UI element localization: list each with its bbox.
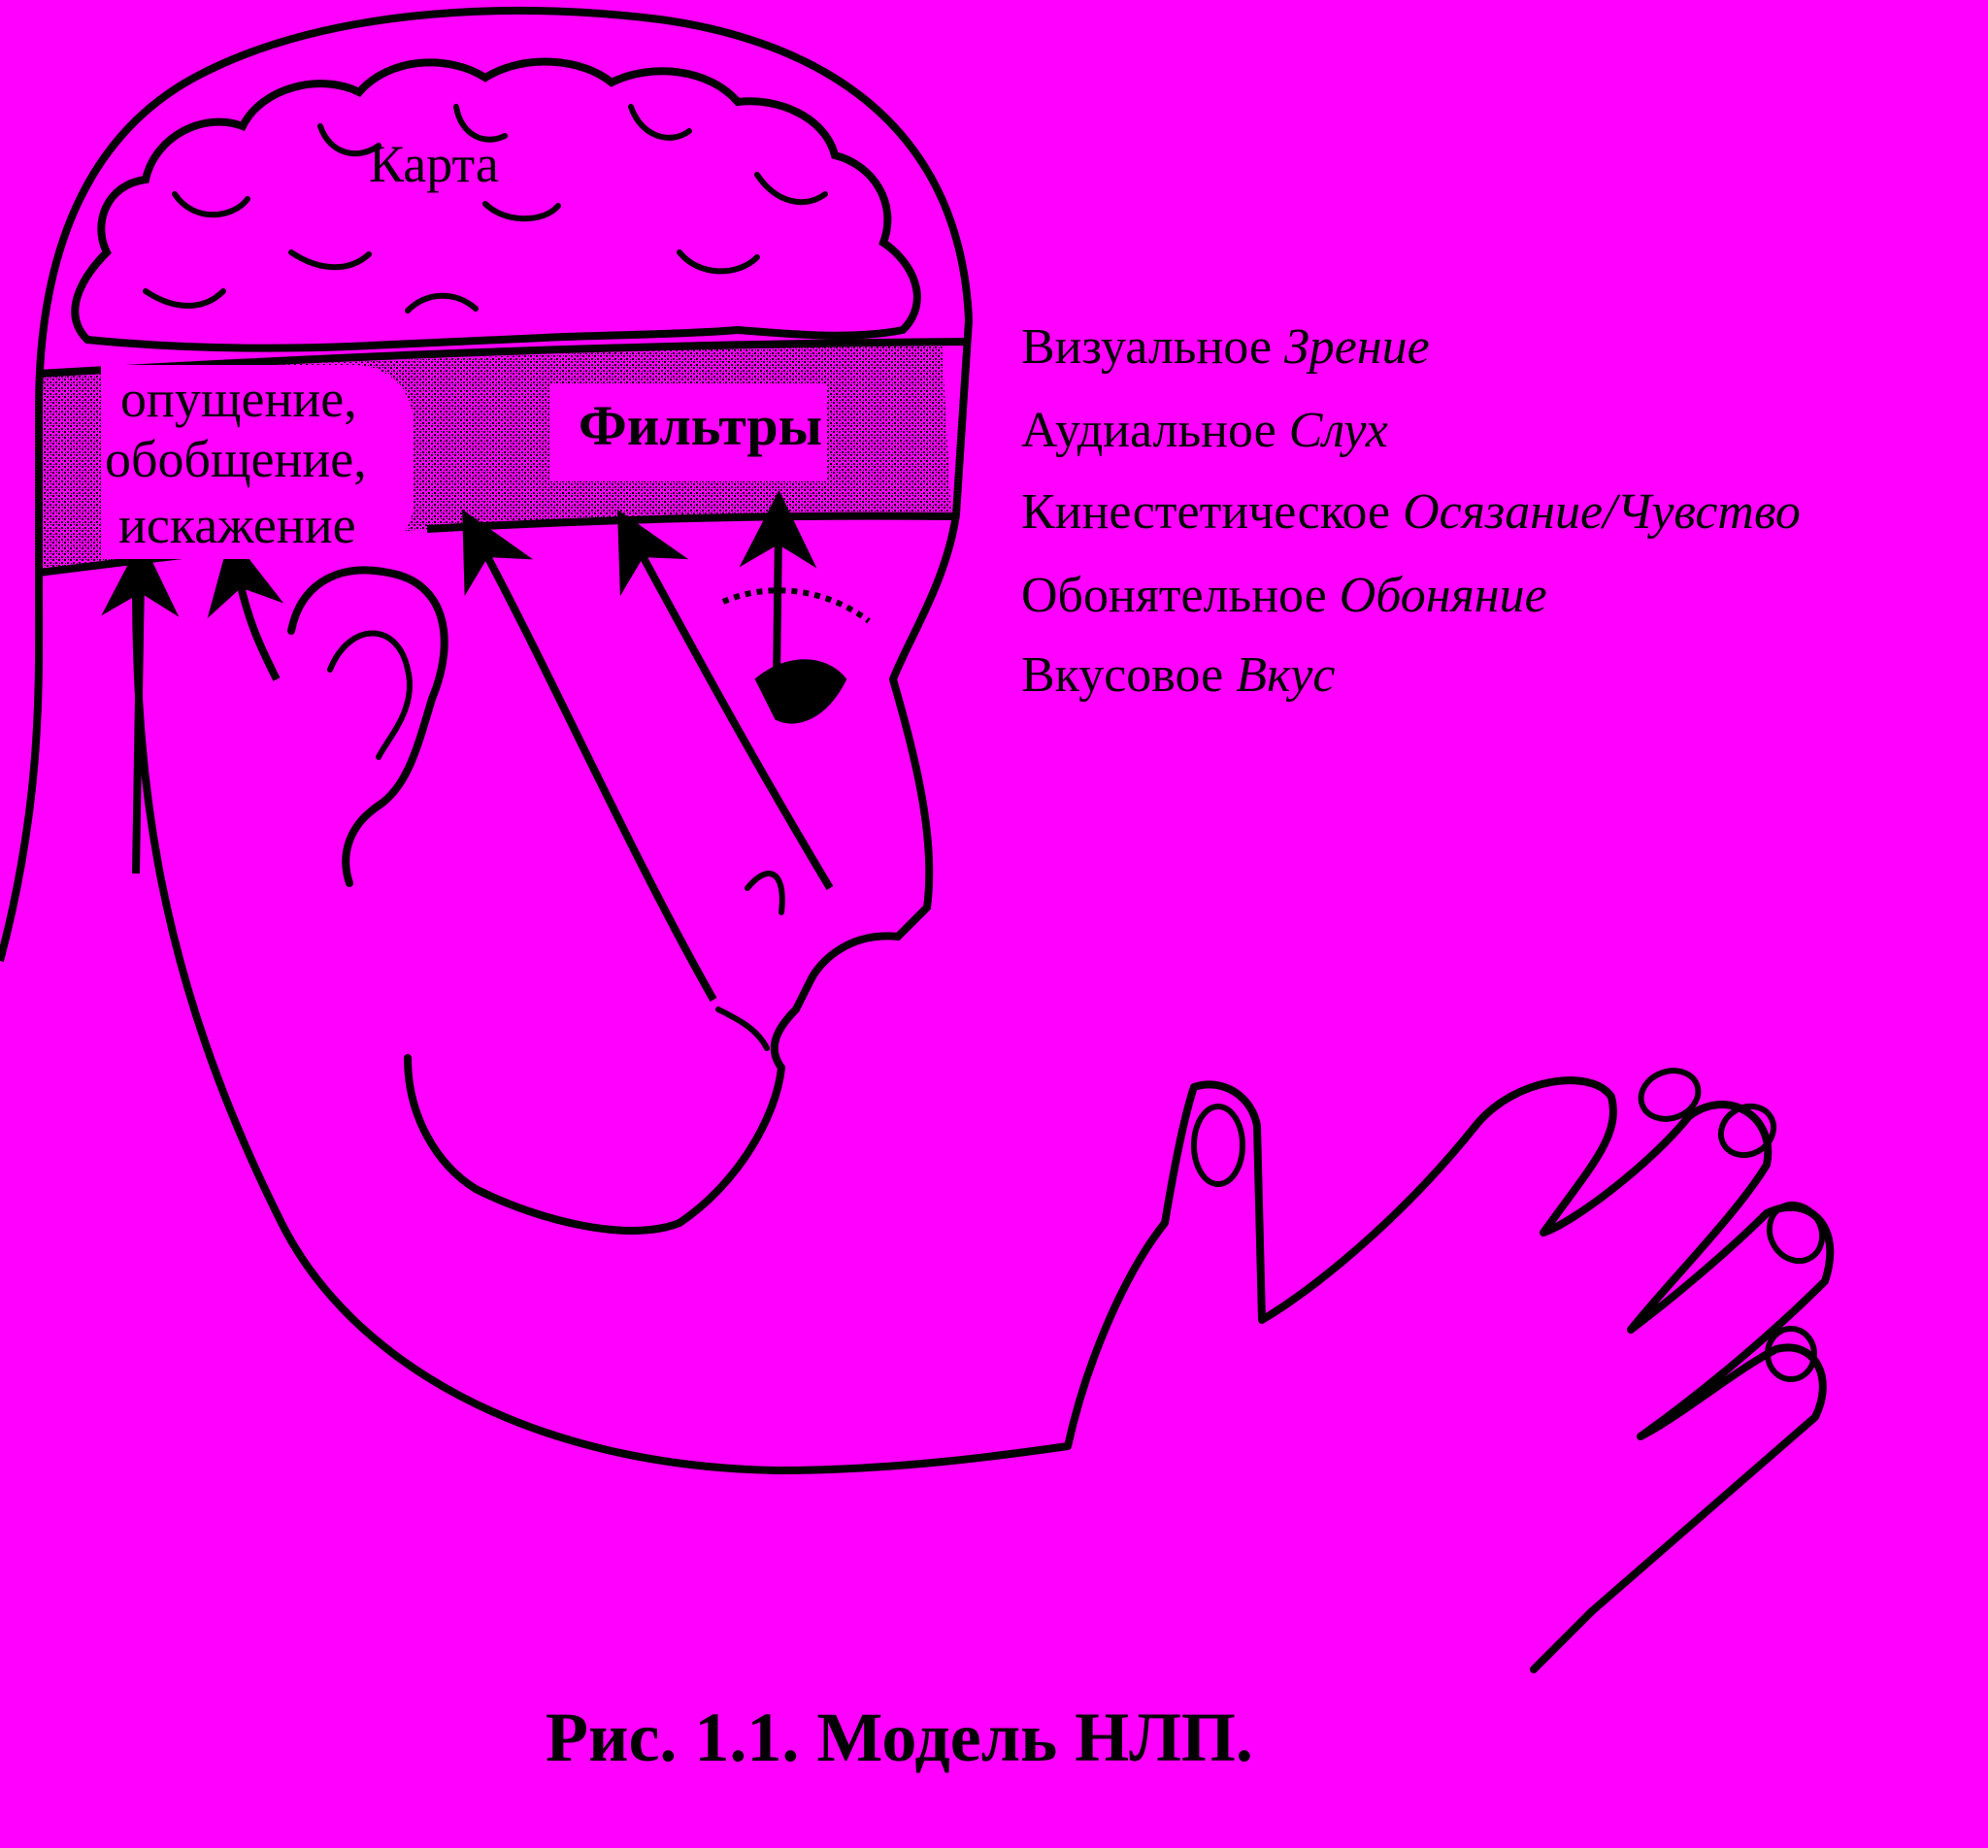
sense-system: Визуальное <box>1021 319 1273 375</box>
brain-outline <box>71 57 921 352</box>
head-outline <box>35 6 974 1235</box>
arrow-neck <box>101 539 180 874</box>
filters-label-box <box>549 384 827 481</box>
hand-outline <box>1064 1076 1835 1673</box>
finger-nail-4 <box>1765 1326 1817 1382</box>
sense-name: Осязание/Чувство <box>1403 484 1801 540</box>
finger-nail-3 <box>1766 1201 1826 1265</box>
ear-inner <box>327 630 413 760</box>
process-distortion: искажение <box>118 496 356 554</box>
arrow-nose <box>616 509 834 891</box>
sense-system: Кинестетическое <box>1021 484 1391 540</box>
finger-nail-2 <box>1717 1103 1777 1159</box>
sense-row-kinesthetic: Кинестетическое Осязание/Чувство <box>1021 487 1801 538</box>
eye <box>754 659 847 724</box>
process-omission: опущение, <box>120 370 357 428</box>
brain-folds <box>143 104 828 314</box>
figure-caption: Рис. 1.1. Модель НЛП. <box>546 1699 1253 1776</box>
sense-name: Вкус <box>1236 647 1336 703</box>
processes-label-box <box>101 365 414 559</box>
mouth <box>715 1006 770 1051</box>
ear <box>287 566 448 887</box>
arrow-mouth <box>462 509 717 1002</box>
body-curve <box>132 581 1069 1475</box>
sense-system: Вкусовое <box>1021 647 1224 703</box>
nostril <box>745 871 785 915</box>
sense-system: Обонятельное <box>1021 568 1327 623</box>
sense-row-visual: Визуальное Зрение <box>1021 322 1430 373</box>
arrow-eye <box>739 490 817 680</box>
sense-row-gustatory: Вкусовое Вкус <box>1021 650 1335 701</box>
neck-back <box>0 572 44 963</box>
thumb-nail <box>1191 1104 1245 1187</box>
filters-label: Фильтры <box>579 394 822 457</box>
finger-nail-1 <box>1638 1068 1702 1122</box>
map-label: Карта <box>369 135 499 193</box>
sense-name: Зрение <box>1284 319 1430 375</box>
sense-name: Обоняние <box>1339 568 1547 623</box>
sense-row-olfactory: Обонятельное Обоняние <box>1021 571 1547 621</box>
eyebrow <box>721 587 871 624</box>
sense-system: Аудиальное <box>1021 403 1276 458</box>
arrow-ear <box>207 534 284 681</box>
process-generalization: обобщение, <box>105 430 367 488</box>
sense-name: Слух <box>1288 403 1388 458</box>
sense-row-auditory: Аудиальное Слух <box>1021 406 1388 456</box>
